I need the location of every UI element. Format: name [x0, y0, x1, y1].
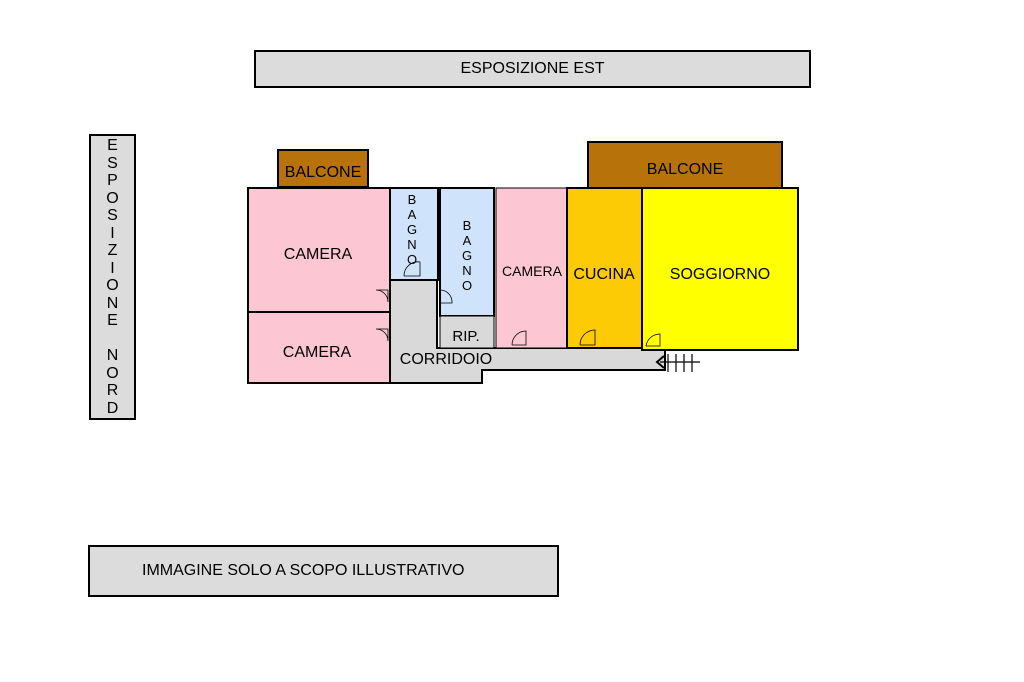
north-exposure-letter: O: [106, 277, 119, 294]
bagno-letter: B: [408, 192, 417, 207]
bagno-letter: G: [462, 248, 472, 263]
soggiorno-area: [641, 187, 799, 351]
corridoio-area: [389, 279, 666, 384]
camera-top-area: [247, 187, 391, 313]
door-swing: [375, 328, 389, 342]
illustrative-note-label: IMMAGINE SOLO A SCOPO ILLUSTRATIVO: [142, 562, 465, 579]
door-swing: [579, 329, 596, 346]
bagno-letter: A: [408, 207, 417, 222]
door-swing: [511, 330, 527, 346]
north-exposure-letter: I: [110, 224, 115, 242]
north-exposure-letter: O: [106, 189, 119, 207]
bagno-letter: N: [462, 263, 471, 278]
ripostiglio-label: RIP.: [452, 328, 479, 345]
north-exposure-letter: N: [106, 347, 119, 364]
camera-bottom-area: [247, 311, 391, 384]
cucina-label: CUCINA: [573, 266, 635, 283]
door-swing: [403, 261, 421, 277]
door-swing: [375, 289, 389, 303]
bagno-letter: B: [463, 218, 472, 233]
north-exposure-letter: E: [107, 312, 118, 329]
balcone-left-label: BALCONE: [285, 164, 361, 181]
camera-mid-label: CAMERA: [502, 263, 563, 279]
illustrative-note-banner: IMMAGINE SOLO A SCOPO ILLUSTRATIVO: [88, 545, 559, 597]
camera-top-label: CAMERA: [284, 246, 353, 263]
north-exposure-letter: D: [106, 399, 119, 417]
bagno-letter: G: [407, 222, 417, 237]
camera-bottom-label: CAMERA: [283, 344, 352, 361]
bagno-letter: O: [407, 252, 417, 267]
bagno-letter: O: [462, 278, 472, 293]
north-exposure-letter: O: [106, 364, 119, 382]
bagno-1-area: [389, 187, 439, 281]
north-exposure-letter: P: [107, 172, 118, 189]
north-exposure-letter: S: [107, 154, 118, 172]
ripostiglio-area: [439, 315, 495, 349]
balcone-right-label: BALCONE: [647, 161, 723, 178]
north-exposure-letter: N: [106, 294, 119, 312]
cucina-area: [566, 187, 643, 349]
door-swing: [645, 333, 661, 347]
camera-mid-area: [495, 187, 568, 349]
balcone-right-area: [587, 141, 783, 189]
door-swings: [375, 261, 661, 347]
door-swing: [439, 289, 453, 304]
north-exposure-letter: R: [106, 382, 119, 399]
soggiorno-label: SOGGIORNO: [670, 266, 770, 283]
north-exposure-letter: E: [107, 137, 118, 154]
bagno-2-area: [439, 187, 495, 317]
east-exposure-label: ESPOSIZIONE EST: [460, 60, 605, 77]
bagno-letter: A: [463, 233, 472, 248]
north-exposure-letter: S: [107, 207, 118, 224]
bagno-letter: N: [407, 237, 416, 252]
north-exposure-letter: I: [110, 259, 115, 277]
east-exposure-banner: ESPOSIZIONE EST: [254, 50, 811, 88]
corridoio-label: CORRIDOIO: [400, 351, 492, 368]
entrance-steps: [655, 354, 700, 372]
north-exposure-letter: Z: [107, 242, 118, 259]
